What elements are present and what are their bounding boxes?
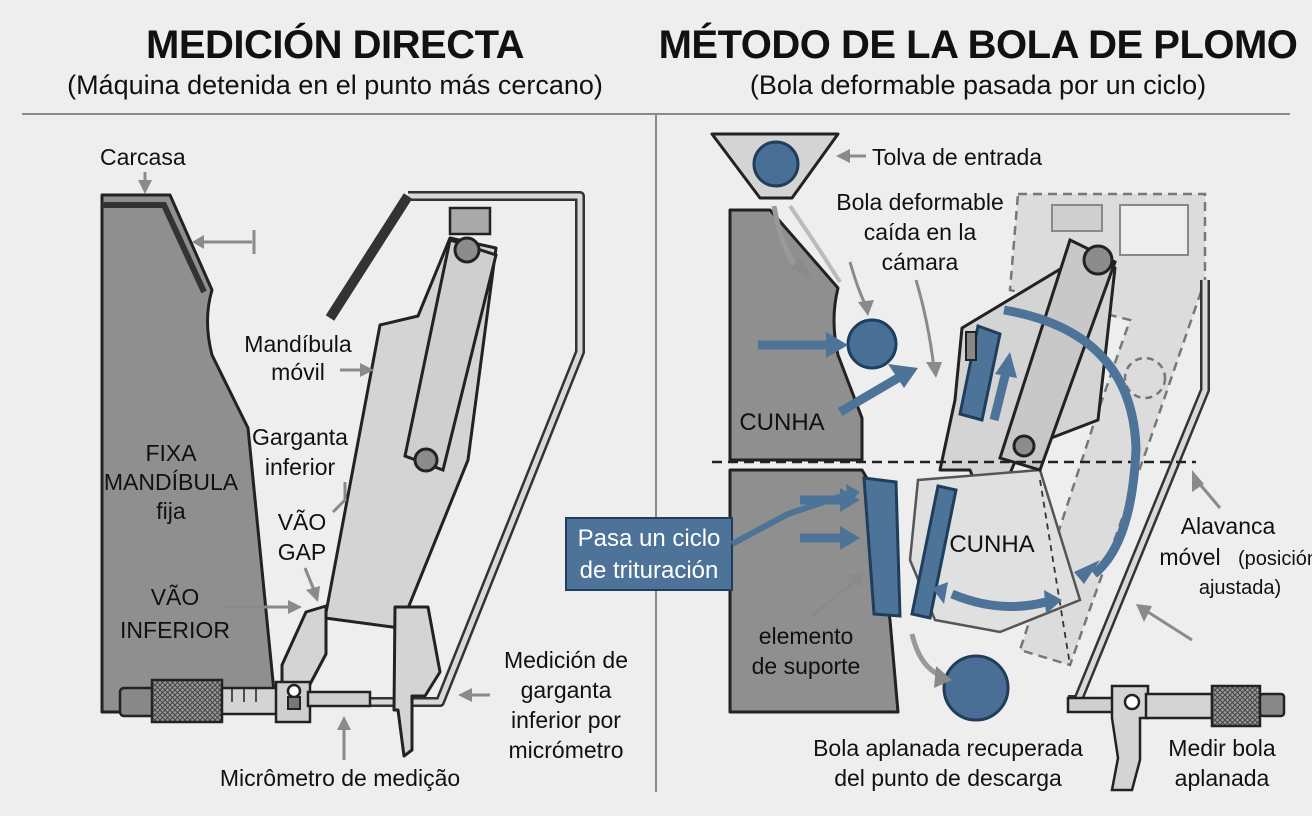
arrow-lever-swing — [1003, 305, 1141, 578]
label-mandibula-movil-2: móvil — [271, 359, 325, 385]
label-cunha-top: CUNHA — [739, 409, 824, 436]
left-title: MEDICIÓN DIRECTA — [146, 21, 524, 67]
mandibula-pointer — [360, 363, 374, 377]
label-medicion-2: garganta — [521, 677, 612, 703]
label-garganta-1: Garganta — [252, 424, 348, 450]
frame-upper-edge — [325, 193, 413, 321]
label-bola-aplanada-2: del punto de descarga — [834, 765, 1062, 791]
fixed-housing-upper — [728, 208, 864, 462]
support-element — [862, 476, 902, 618]
lead-ball-chamber — [846, 318, 898, 370]
cycle-callout-box — [565, 517, 733, 591]
fixed-jaw-housing — [100, 193, 278, 714]
medicion-pointer — [458, 688, 472, 702]
vao-inferior-pointer — [288, 600, 302, 614]
right-panel: Pasa un ciclo de trituración To — [565, 132, 1312, 792]
jaw-pivot-pin — [1082, 244, 1114, 276]
label-mandibula-movil-1: Mandíbula — [244, 331, 352, 357]
micrometer-tool — [118, 678, 372, 724]
frame-bracket — [448, 206, 492, 236]
label-carcasa: Carcasa — [100, 144, 186, 170]
jaw-lower-pin — [1012, 434, 1036, 458]
label-medicion-3: inferior por — [511, 707, 621, 733]
label-vao-inferior-1: VÃO — [151, 584, 200, 610]
upper-wedge — [958, 323, 1002, 422]
label-cunha-bottom: CUNHA — [949, 531, 1034, 558]
label-tolva: Tolva de entrada — [872, 144, 1042, 170]
upper-pivot-pin — [453, 236, 481, 264]
carcasa-pointer — [138, 180, 152, 194]
measuring-jaw — [392, 605, 442, 758]
label-micrometro: Micrômetro de medição — [220, 765, 460, 791]
label-bola-aplanada-1: Bola aplanada recuperada — [813, 735, 1083, 761]
label-medicion-4: micrómetro — [508, 737, 623, 763]
lower-wedge — [910, 484, 958, 620]
micrometer-tool-right — [1066, 684, 1286, 792]
arrow-wedge-upper — [837, 374, 901, 416]
label-fija-3: fija — [156, 498, 186, 524]
label-medir-1: Medir bola — [1168, 735, 1276, 761]
arrow-jaw-oscillate — [950, 589, 1048, 611]
micrometro-pointer — [337, 716, 351, 730]
gauge-tip — [280, 604, 328, 692]
label-garganta-2: inferior — [265, 454, 336, 480]
alavanca-pointer — [1192, 470, 1204, 492]
tolva-pointer — [836, 149, 850, 163]
label-alavanca-2a: móvel — [1159, 544, 1220, 570]
label-fija-2: MANDÍBULA — [104, 469, 239, 495]
lower-pivot-pin — [413, 447, 439, 473]
label-alavanca-1: Alavanca — [1181, 513, 1276, 539]
label-medicion-1: Medición de — [504, 647, 628, 673]
housing-liner — [102, 202, 207, 294]
label-alavanca-3: ajustada) — [1199, 577, 1281, 599]
right-title: MÉTODO DE LA BOLA DE PLOMO — [659, 22, 1298, 67]
label-fija-1: FIXA — [145, 440, 197, 466]
lead-ball-hopper — [752, 140, 800, 188]
label-elemento-2: de suporte — [752, 653, 861, 679]
fixed-housing-lower — [728, 468, 900, 714]
right-subtitle: (Bola deformable pasada por un ciclo) — [750, 70, 1206, 100]
flattened-ball — [942, 654, 1010, 722]
label-bola-caida-2: caída en la — [864, 219, 977, 245]
toggle-link — [403, 238, 498, 472]
left-panel: Carcasa Mandíbula móvil Garganta inferio… — [100, 144, 628, 791]
label-vao-inferior-2: INFERIOR — [120, 617, 230, 643]
label-pasa-ciclo-1: Pasa un ciclo — [578, 525, 721, 552]
label-bola-caida-1: Bola deformable — [836, 189, 1004, 215]
vao-gap-pointer — [306, 586, 320, 602]
arrow-wedge-up — [989, 370, 1011, 422]
left-subtitle: (Máquina detenida en el punto más cercan… — [67, 70, 603, 100]
label-alavanca-2b: (posición — [1238, 548, 1312, 570]
label-bola-caida-3: cámara — [882, 249, 959, 275]
label-vao-gap-2: GAP — [278, 539, 327, 565]
elemento-pointer — [846, 572, 864, 588]
label-elemento-1: elemento — [759, 623, 854, 649]
label-medir-2: aplanada — [1175, 765, 1270, 791]
label-pasa-ciclo-2: de trituración — [580, 557, 719, 584]
label-vao-gap-1: VÃO — [278, 509, 327, 535]
